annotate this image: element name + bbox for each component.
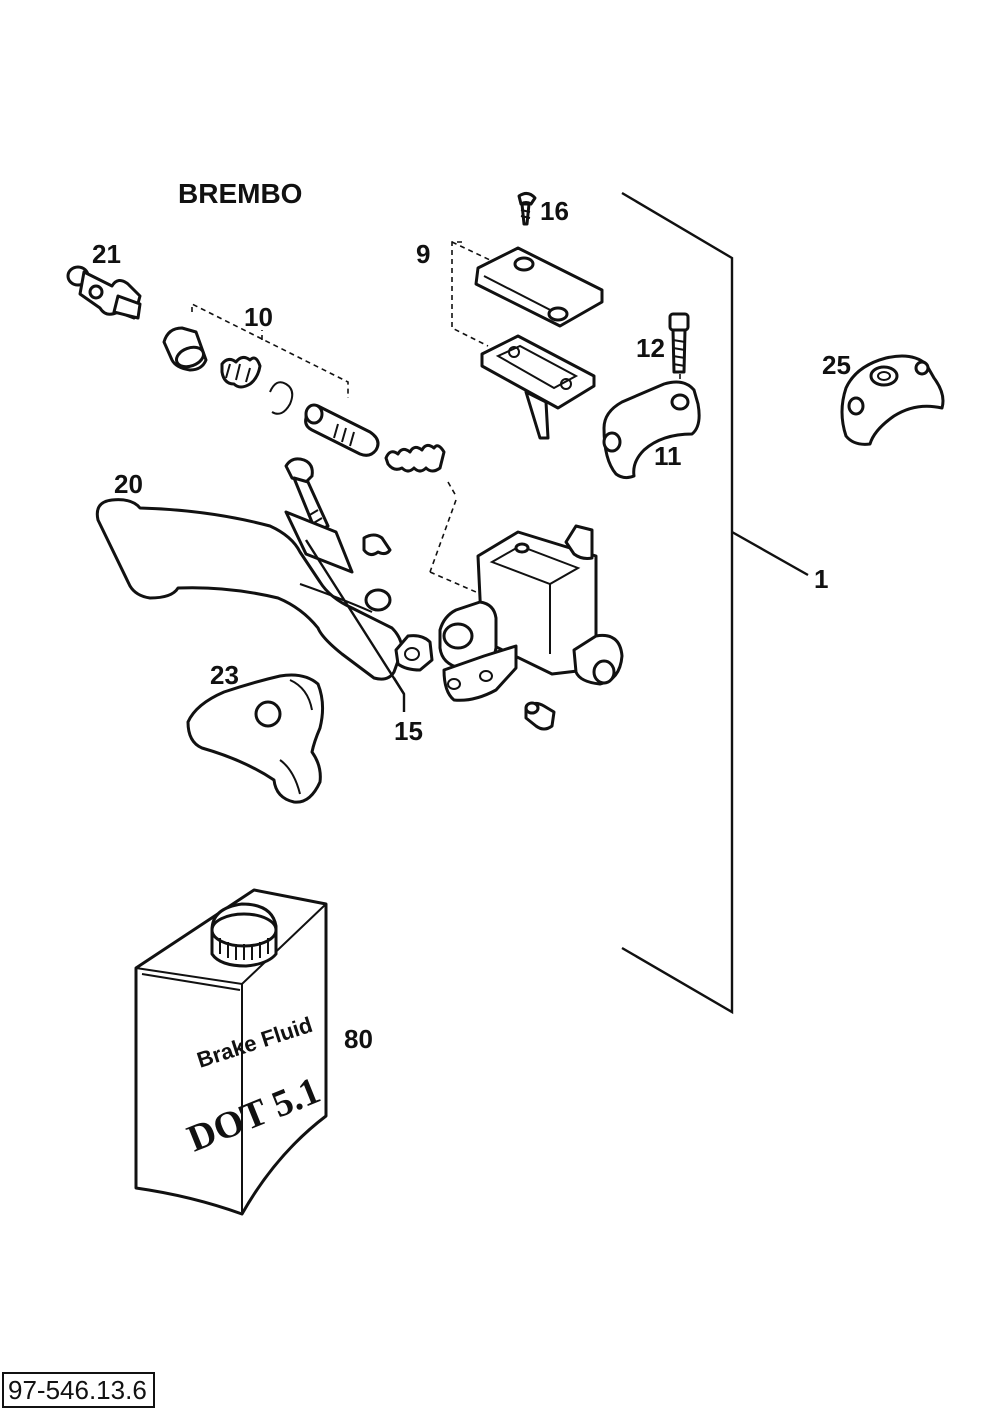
callout-9: 9 bbox=[416, 239, 430, 269]
callout-16: 16 bbox=[540, 196, 569, 226]
part-21-adjuster bbox=[66, 265, 142, 320]
callout-15: 15 bbox=[394, 716, 423, 746]
part-12-bolt bbox=[668, 312, 690, 392]
callout-25: 25 bbox=[822, 350, 851, 380]
callout-20: 20 bbox=[114, 469, 143, 499]
callout-80: 80 bbox=[344, 1024, 373, 1054]
assembly-bracket bbox=[621, 191, 809, 1015]
part-9-reservoir-gasket bbox=[480, 334, 596, 440]
callout-12: 12 bbox=[636, 333, 665, 363]
callout-23: 23 bbox=[210, 660, 239, 690]
part-80-brake-fluid-can: Brake Fluid DOT 5.1 bbox=[134, 888, 328, 1216]
set-screw bbox=[524, 701, 556, 731]
callout-11: 11 bbox=[654, 441, 682, 471]
part-11-clamp bbox=[602, 380, 701, 480]
part-15-pivot-bolt bbox=[284, 457, 434, 712]
callout-10: 10 bbox=[244, 302, 273, 332]
part-9-reservoir-cover bbox=[451, 241, 604, 347]
part-23-clamp bbox=[186, 673, 325, 804]
master-cylinder-body bbox=[429, 499, 624, 702]
callout-21: 21 bbox=[92, 239, 121, 269]
drawing-number: 97-546.13.6 bbox=[2, 1372, 155, 1408]
diagram-title: BREMBO bbox=[178, 178, 302, 209]
part-16-screw bbox=[517, 191, 537, 226]
part-25-clamp bbox=[840, 354, 945, 446]
callout-1: 1 bbox=[814, 564, 828, 594]
part-10-piston-kit bbox=[162, 302, 457, 497]
part-20-lever bbox=[95, 498, 404, 681]
